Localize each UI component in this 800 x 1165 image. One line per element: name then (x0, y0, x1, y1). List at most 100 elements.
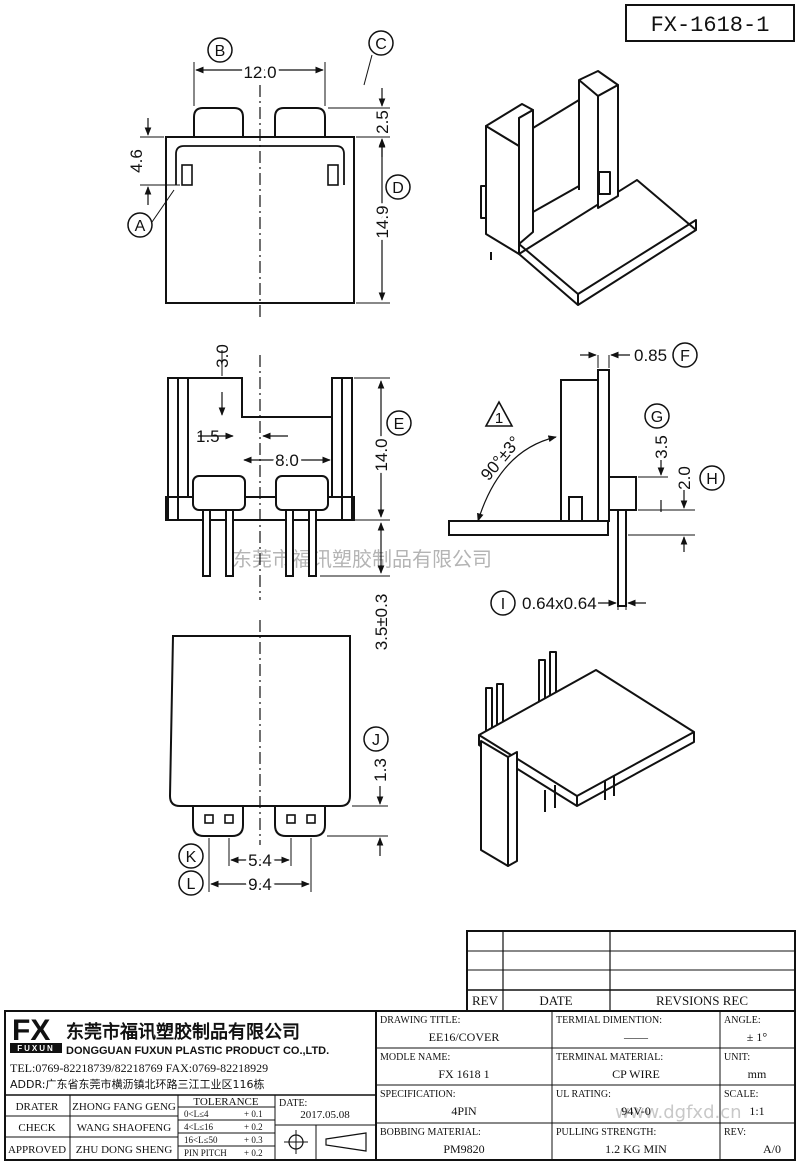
warning-mark: 1 (495, 410, 503, 427)
rev-header-rev: REV (472, 993, 499, 1008)
callout-g: G (644, 403, 670, 429)
callout-h: H (699, 465, 725, 491)
svg-text:0<L≤4: 0<L≤4 (184, 1109, 209, 1119)
svg-text:D: D (392, 180, 404, 197)
callout-c: C (368, 30, 394, 56)
callout-l: L (178, 870, 204, 896)
view-front-middle (165, 350, 390, 600)
svg-text:DRAWING TITLE:: DRAWING TITLE: (380, 1015, 460, 1026)
svg-text:1:1: 1:1 (749, 1104, 764, 1118)
svg-text:L: L (187, 876, 196, 893)
dim-d-height: 14.9 (373, 205, 392, 238)
view-bottom (168, 620, 388, 892)
svg-text:+ 0.1: + 0.1 (244, 1109, 263, 1119)
callout-e: E (386, 410, 412, 436)
title-block-grid (4, 1010, 796, 1161)
dim-i-pin-section: 0.64x0.64 (522, 594, 597, 613)
rev-header-rec: REVSIONS REC (656, 993, 748, 1008)
model-name: FX 1618 1 (438, 1067, 489, 1081)
dim-inner-span: 8.0 (275, 451, 299, 470)
svg-text:I: I (501, 596, 505, 613)
callout-a: A (127, 212, 153, 238)
svg-text:G: G (651, 409, 663, 426)
company-block: FX FUXUN 东莞市福讯塑胶制品有限公司 DONGGUAN FUXUN PL… (10, 1014, 329, 1091)
svg-text:WANG SHAOFENG: WANG SHAOFENG (77, 1122, 171, 1134)
callout-f: F (672, 342, 698, 368)
company-logo-sub: FUXUN (17, 1044, 55, 1053)
svg-text:DRATER: DRATER (16, 1101, 59, 1113)
svg-text:1.2 KG MIN: 1.2 KG MIN (605, 1142, 667, 1156)
tolerance-table: TOLERANCE 0<L≤4 + 0.1 4<L≤16 + 0.2 16<L≤… (184, 1096, 263, 1158)
svg-text:REV:: REV: (724, 1127, 746, 1138)
callout-b: B (207, 37, 233, 63)
drawing-title: EE16/COVER (429, 1030, 500, 1044)
dim-pin-length: 3.5±0.3 (372, 594, 391, 651)
svg-text:C: C (375, 36, 387, 53)
dim-c-height: 2.5 (373, 110, 392, 134)
people-table: DRATER ZHONG FANG GENG CHECK WANG SHAOFE… (8, 1101, 176, 1156)
company-tel: TEL:0769-82218739/82218769 FAX:0769-8221… (10, 1061, 268, 1075)
dim-b-width: 12.0 (243, 63, 276, 82)
svg-text:MODLE NAME:: MODLE NAME: (380, 1052, 450, 1063)
svg-text:E: E (394, 416, 405, 433)
svg-text:CP WIRE: CP WIRE (612, 1067, 660, 1081)
callout-d: D (385, 174, 411, 200)
svg-text:4PIN: 4PIN (451, 1104, 477, 1118)
date-value: 2017.05.08 (300, 1109, 350, 1121)
dim-h-height: 2.0 (675, 466, 694, 490)
svg-text:+ 0.3: + 0.3 (244, 1135, 263, 1145)
svg-text:CHECK: CHECK (18, 1122, 55, 1134)
dim-top-notch: 3.0 (213, 344, 232, 368)
svg-text:B: B (215, 43, 226, 60)
svg-text:TERMINAL MATERIAL:: TERMINAL MATERIAL: (556, 1052, 663, 1063)
callout-j: J (363, 726, 389, 752)
svg-text:PULLING STRENGTH:: PULLING STRENGTH: (556, 1127, 656, 1138)
dim-a-height: 4.6 (127, 149, 146, 173)
company-name-cn: 东莞市福讯塑胶制品有限公司 (66, 1021, 300, 1043)
svg-text:A/0: A/0 (763, 1142, 781, 1156)
dim-j-height: 1.3 (371, 758, 390, 782)
svg-text:16<L≤50: 16<L≤50 (184, 1135, 218, 1145)
svg-text:TERMIAL DIMENTION:: TERMIAL DIMENTION: (556, 1015, 662, 1026)
svg-text:ANGLE:: ANGLE: (724, 1015, 761, 1026)
rev-header-date: DATE (539, 993, 572, 1008)
dim-k-span: 5.4 (248, 851, 272, 870)
callout-i: I (490, 590, 516, 616)
svg-text:K: K (186, 849, 197, 866)
dim-l-span: 9.4 (248, 875, 272, 894)
svg-text:BOBBING MATERIAL:: BOBBING MATERIAL: (380, 1127, 481, 1138)
dim-f-thickness: 0.85 (634, 346, 667, 365)
svg-text:UL RATING:: UL RATING: (556, 1089, 611, 1100)
callout-k: K (178, 843, 204, 869)
svg-text:94V-0: 94V-0 (621, 1104, 651, 1118)
svg-text:mm: mm (748, 1067, 767, 1081)
drawing-number: FX-1618-1 (651, 13, 770, 38)
svg-text:PM9820: PM9820 (443, 1142, 484, 1156)
svg-text:H: H (706, 471, 718, 488)
title-fields: DRAWING TITLE: EE16/COVER TERMIAL DIMENT… (380, 1015, 781, 1156)
company-logo: FX (12, 1014, 50, 1047)
revision-table (466, 930, 796, 1012)
view-isometric-bottom (478, 651, 695, 867)
dim-left-gap: 1.5 (196, 427, 220, 446)
svg-text:UNIT:: UNIT: (724, 1052, 750, 1063)
company-name-en: DONGGUAN FUXUN PLASTIC PRODUCT CO.,LTD. (66, 1045, 329, 1057)
svg-text:PIN PITCH: PIN PITCH (184, 1148, 227, 1158)
svg-text:SPECIFICATION:: SPECIFICATION: (380, 1089, 456, 1100)
svg-text:± 1°: ± 1° (747, 1030, 768, 1044)
svg-text:J: J (372, 732, 380, 749)
date-label: DATE: (279, 1098, 307, 1109)
company-addr: ADDR:广东省东莞市横沥镇北环路三江工业区116栋 (10, 1077, 264, 1091)
dim-angle: 90°±3° (477, 433, 525, 485)
svg-text:SCALE:: SCALE: (724, 1089, 758, 1100)
svg-text:——: —— (623, 1030, 649, 1044)
svg-text:F: F (680, 348, 690, 365)
view-side (448, 351, 695, 610)
watermark-url: www.dgfxd.cn (615, 1102, 742, 1123)
svg-text:A: A (135, 218, 146, 235)
view-front-top (140, 54, 390, 320)
watermark: 东莞市福讯塑胶制品有限公司 www.dgfxd.cn (232, 547, 742, 1123)
dim-g-height: 3.5 (652, 435, 671, 459)
svg-text:ZHU DONG SHENG: ZHU DONG SHENG (76, 1144, 173, 1156)
